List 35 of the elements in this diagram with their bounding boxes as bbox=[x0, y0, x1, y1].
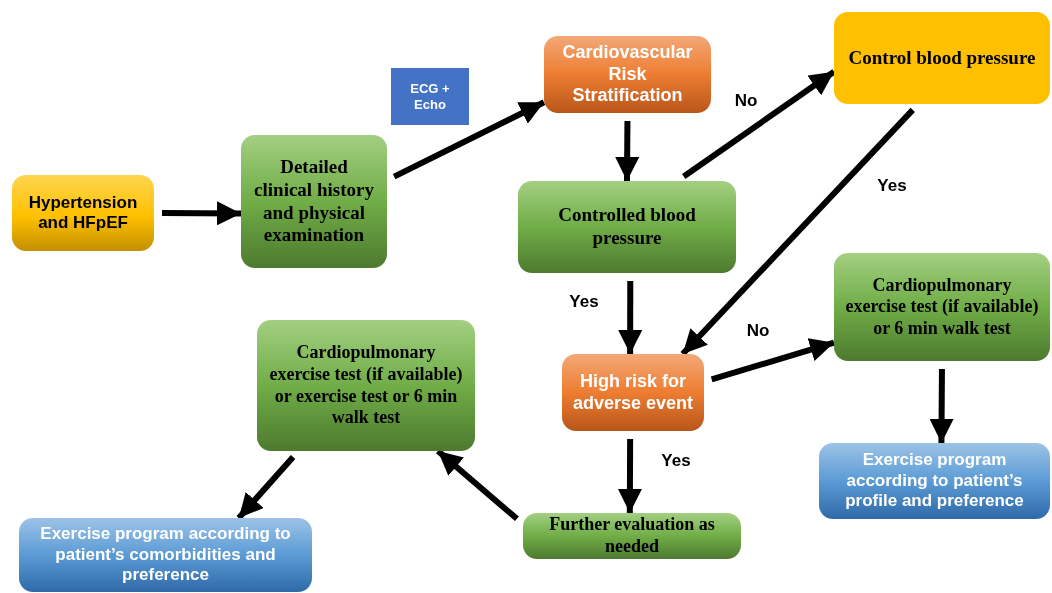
node-text: Cardiovascular Risk Stratification bbox=[561, 42, 694, 107]
arrow bbox=[615, 120, 640, 182]
process-box bbox=[12, 175, 154, 251]
node-text: Further evaluation as needed bbox=[548, 514, 716, 558]
process-box bbox=[834, 253, 1050, 361]
arrow bbox=[161, 201, 242, 226]
node-text: High risk for adverse event bbox=[571, 370, 695, 415]
arrow bbox=[236, 454, 296, 520]
process-box bbox=[834, 12, 1050, 104]
node-text: Detailed clinical history and physical examination bbox=[253, 155, 375, 248]
arrow bbox=[680, 107, 915, 357]
arrow bbox=[682, 69, 836, 179]
process-box bbox=[257, 320, 475, 451]
outcome-box bbox=[819, 443, 1050, 519]
arrow bbox=[929, 368, 954, 444]
process-box bbox=[523, 513, 741, 559]
node-text: Exercise program according to patient’s comorbidities and preference bbox=[39, 524, 292, 586]
node-text: Cardiopulmonary exercise test (if available) or 6 min walk test bbox=[844, 274, 1040, 340]
decision-box bbox=[544, 36, 711, 113]
node-text: Controlled blood pressure bbox=[557, 204, 697, 250]
node-text: ECG + Echo bbox=[409, 80, 451, 113]
arrow bbox=[436, 448, 519, 522]
node-text: Exercise program according to patient’s profile and preference bbox=[844, 450, 1025, 512]
arrow bbox=[392, 99, 546, 180]
node-text: Cardiopulmonary exercise test (if available) or exercise test or 6 min walk test bbox=[268, 342, 464, 429]
arrow bbox=[618, 281, 643, 354]
node-text: Hypertension and HFpEF bbox=[27, 192, 139, 234]
process-box bbox=[241, 135, 387, 268]
outcome-box bbox=[19, 518, 312, 592]
decision-box bbox=[562, 354, 704, 431]
method-box bbox=[391, 68, 469, 125]
process-box bbox=[518, 181, 736, 273]
node-text: Control blood pressure bbox=[848, 46, 1036, 70]
arrow bbox=[710, 338, 835, 383]
arrow bbox=[617, 438, 642, 513]
